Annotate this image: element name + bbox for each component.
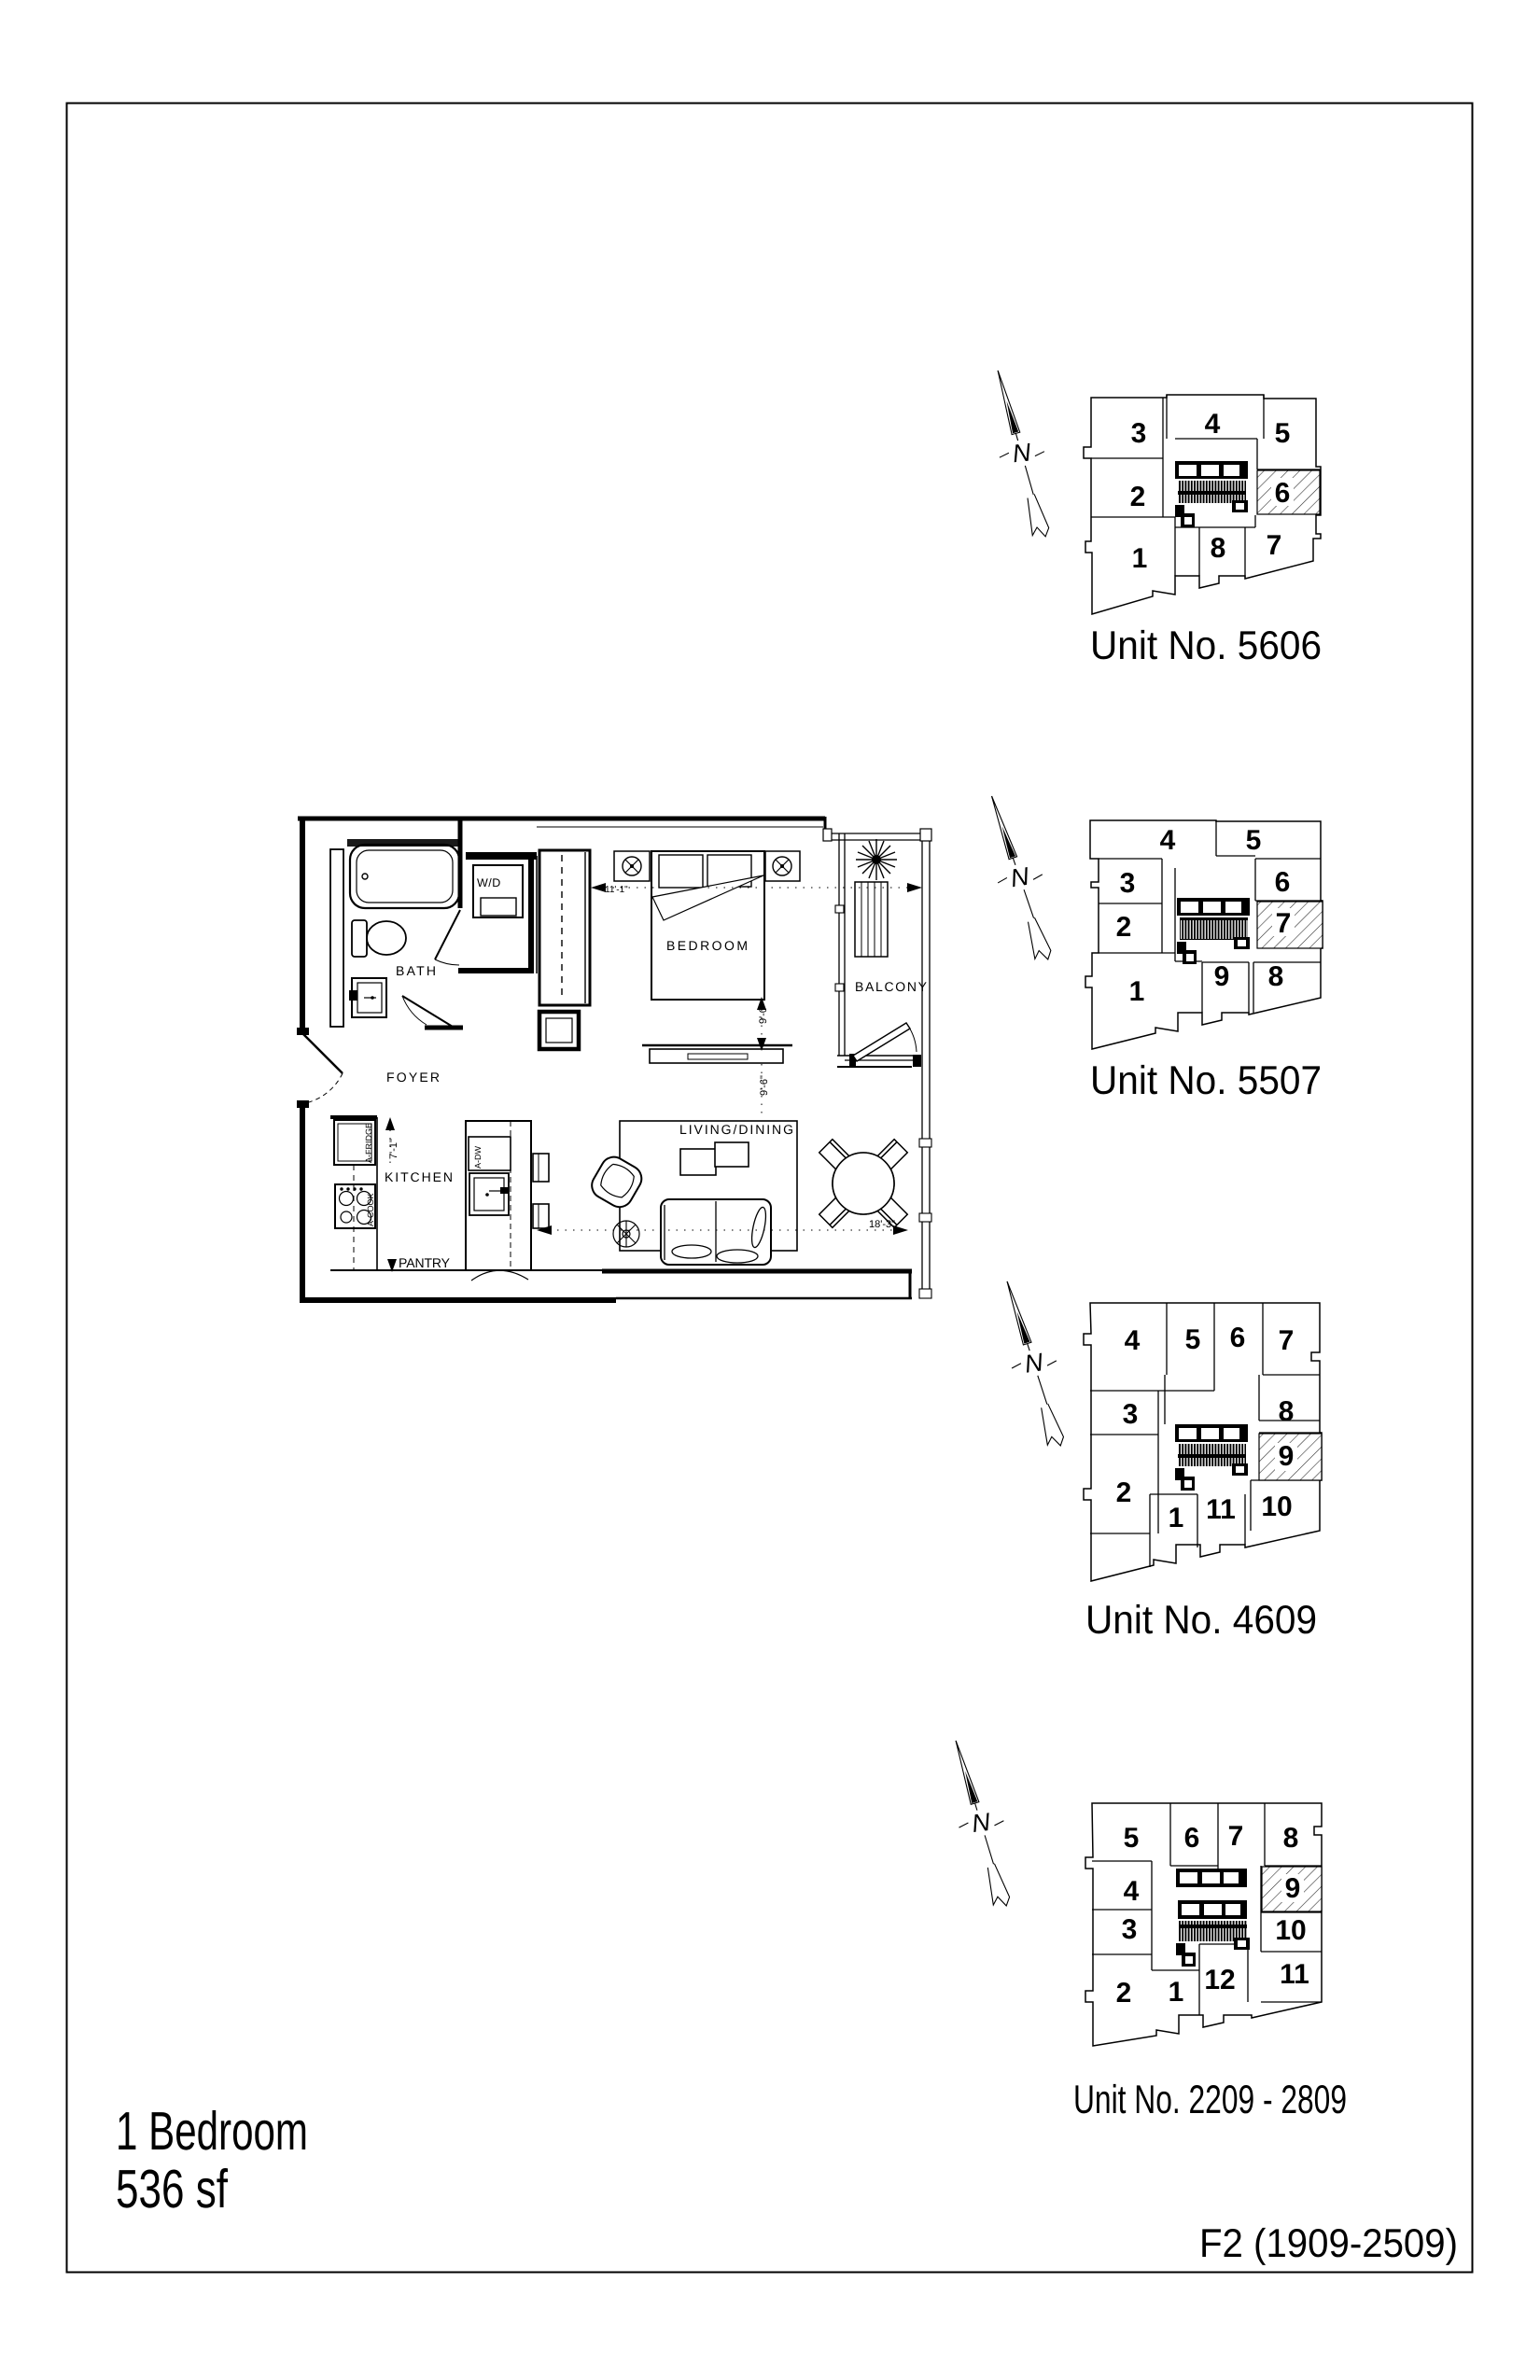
svg-text:BALCONY: BALCONY <box>855 979 928 994</box>
svg-text:8: 8 <box>1283 1823 1299 1854</box>
svg-text:4: 4 <box>1160 825 1176 856</box>
svg-text:11: 11 <box>1206 1494 1236 1525</box>
svg-text:3: 3 <box>1122 1914 1138 1945</box>
svg-text:536 sf: 536 sf <box>116 2159 229 2219</box>
svg-text:FOYER: FOYER <box>386 1070 440 1085</box>
svg-text:4: 4 <box>1205 409 1221 440</box>
svg-text:5: 5 <box>1124 1823 1140 1854</box>
svg-text:3: 3 <box>1123 1399 1139 1430</box>
svg-text:8: 8 <box>1268 961 1284 992</box>
svg-text:7: 7 <box>1276 908 1292 939</box>
svg-text:2: 2 <box>1130 482 1146 512</box>
svg-text:7: 7 <box>1267 530 1282 561</box>
svg-text:1: 1 <box>1129 976 1145 1007</box>
svg-text:18'-3": 18'-3" <box>869 1219 895 1230</box>
svg-text:A-COOK: A-COOK <box>366 1193 375 1226</box>
svg-text:A-DW: A-DW <box>473 1146 483 1169</box>
svg-text:Unit No. 4609: Unit No. 4609 <box>1085 1598 1317 1643</box>
svg-text:9: 9 <box>1285 1873 1301 1904</box>
svg-text:4: 4 <box>1125 1325 1141 1356</box>
svg-text:F2 (1909-2509): F2 (1909-2509) <box>1199 2221 1458 2266</box>
svg-text:5: 5 <box>1246 825 1262 856</box>
svg-text:9'-0": 9'-0" <box>758 1003 769 1024</box>
svg-text:3: 3 <box>1131 418 1147 449</box>
svg-text:10: 10 <box>1261 1491 1292 1522</box>
svg-text:7'-1": 7'-1" <box>388 1139 399 1159</box>
svg-text:3: 3 <box>1120 868 1136 899</box>
svg-text:6: 6 <box>1275 867 1291 898</box>
svg-text:9: 9 <box>1279 1441 1295 1472</box>
svg-text:11'-1": 11'-1" <box>605 885 628 895</box>
svg-text:7: 7 <box>1228 1821 1244 1852</box>
svg-text:BATH: BATH <box>396 963 436 978</box>
svg-text:4: 4 <box>1124 1876 1140 1907</box>
svg-text:5: 5 <box>1275 418 1291 449</box>
svg-text:KITCHEN: KITCHEN <box>385 1169 453 1184</box>
svg-text:10: 10 <box>1275 1915 1306 1946</box>
svg-text:A-FRIDGE: A-FRIDGE <box>364 1123 373 1163</box>
svg-text:9'-6": 9'-6" <box>759 1075 770 1096</box>
svg-text:PANTRY: PANTRY <box>399 1255 451 1270</box>
svg-text:7: 7 <box>1279 1325 1295 1356</box>
svg-text:Unit No. 2209 - 2809: Unit No. 2209 - 2809 <box>1073 2078 1347 2122</box>
svg-text:8: 8 <box>1279 1396 1295 1427</box>
svg-text:2: 2 <box>1116 1978 1132 2009</box>
svg-text:Unit No. 5507: Unit No. 5507 <box>1090 1058 1322 1103</box>
svg-text:6: 6 <box>1275 478 1291 509</box>
svg-text:1: 1 <box>1169 1503 1184 1533</box>
svg-text:1: 1 <box>1169 1977 1184 2008</box>
svg-text:5: 5 <box>1185 1324 1201 1355</box>
svg-text:2: 2 <box>1116 1477 1132 1508</box>
svg-text:2: 2 <box>1116 912 1132 943</box>
svg-text:8: 8 <box>1211 533 1226 564</box>
svg-text:1: 1 <box>1132 543 1148 574</box>
svg-text:Unit No. 5606: Unit No. 5606 <box>1090 623 1322 668</box>
svg-text:1 Bedroom: 1 Bedroom <box>116 2101 308 2162</box>
svg-text:6: 6 <box>1184 1823 1200 1854</box>
svg-text:LIVING/DINING: LIVING/DINING <box>679 1122 793 1137</box>
svg-text:12: 12 <box>1204 1965 1235 1995</box>
svg-text:11: 11 <box>1280 1959 1309 1990</box>
svg-text:W/D: W/D <box>477 876 501 889</box>
svg-text:9: 9 <box>1214 961 1230 992</box>
svg-text:6: 6 <box>1230 1323 1246 1353</box>
